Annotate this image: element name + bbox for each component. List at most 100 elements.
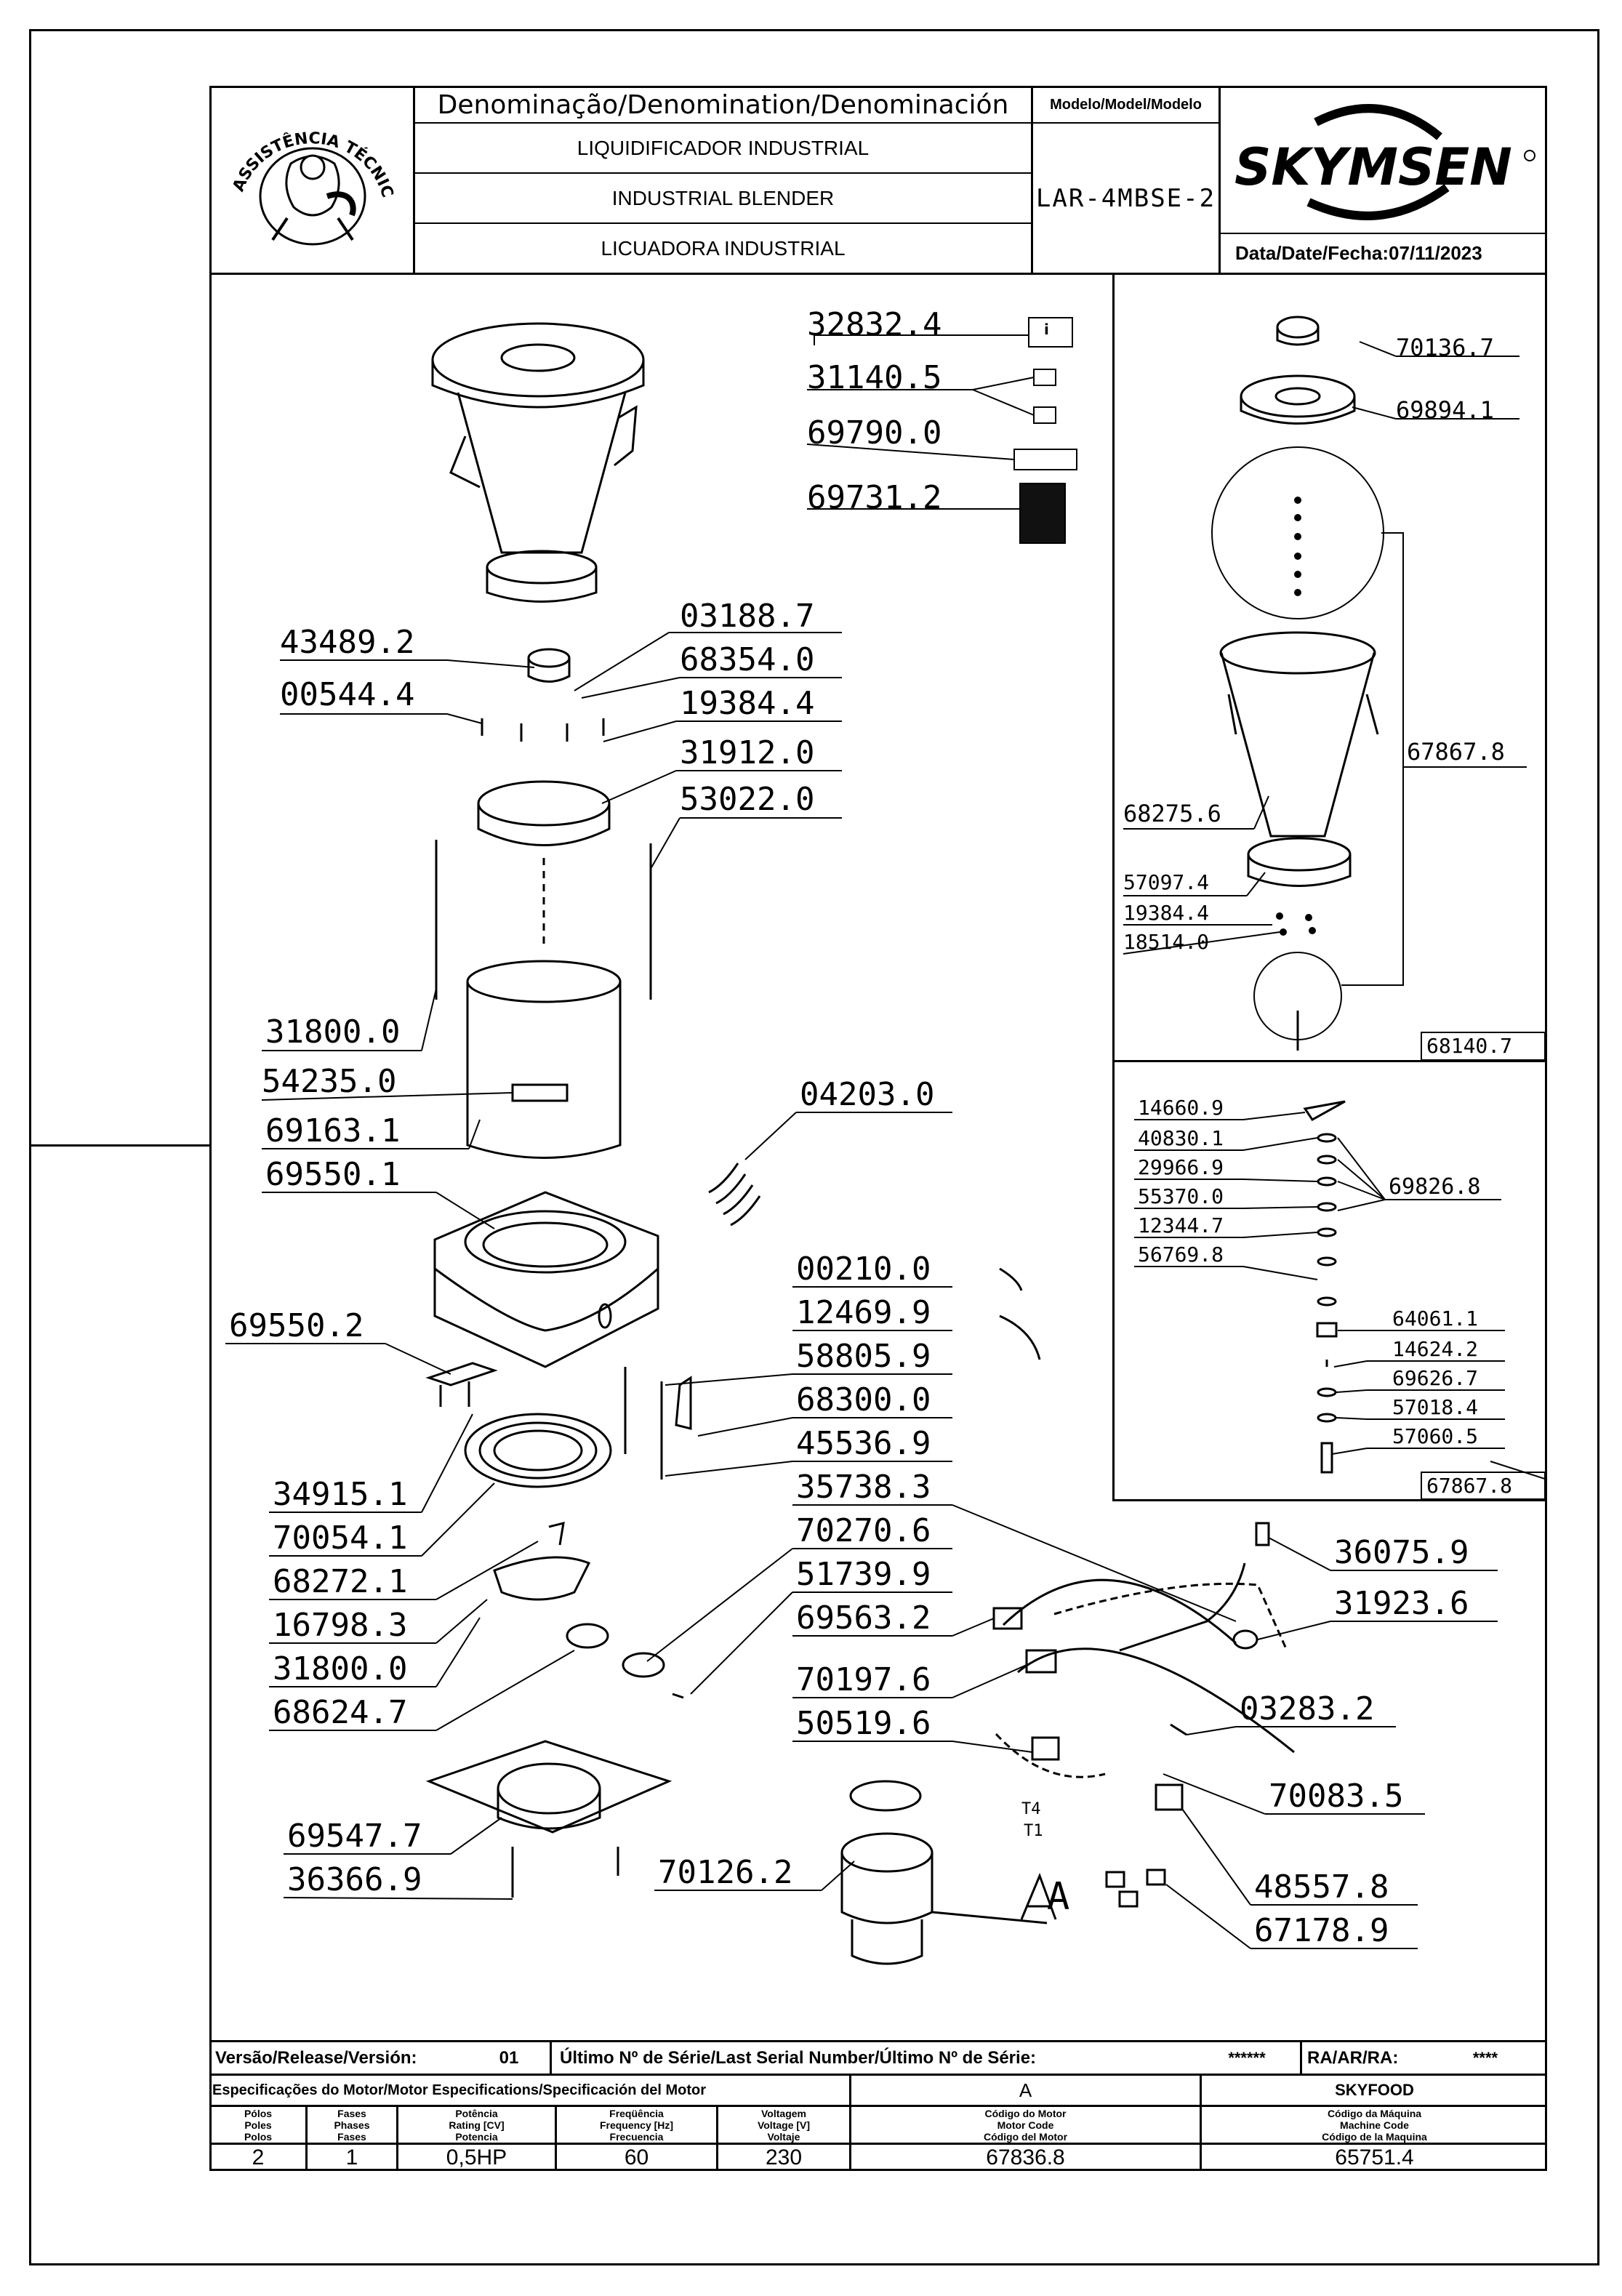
part-number: 19384.4	[1123, 901, 1210, 925]
name-spanish: LICUADORA INDUSTRIAL	[601, 236, 846, 260]
part-number: 68624.7	[273, 1694, 408, 1731]
value-motor-code: 67836.8	[986, 2146, 1065, 2169]
col-phases-header: Fases Phases Fases	[334, 2107, 370, 2143]
release-value: 01	[499, 2047, 519, 2068]
date-value: 07/11/2023	[1389, 242, 1482, 264]
authorized-service-logo: ASSISTÊNCIA TÉCNICA AUTORIZADA	[218, 95, 406, 266]
part-number: 64061.1	[1392, 1306, 1479, 1330]
detail-panel-border	[1112, 273, 1115, 1501]
part-number: 70136.7	[1396, 334, 1494, 361]
part-number: 69894.1	[1396, 396, 1494, 424]
footer-divider	[396, 2105, 398, 2171]
part-number: 31912.0	[680, 734, 815, 771]
part-number: 34915.1	[273, 1476, 408, 1513]
part-number: 43489.2	[280, 624, 415, 661]
part-number: 16798.3	[273, 1607, 408, 1644]
drawing-sheet	[209, 86, 1547, 2171]
part-number: 45536.9	[796, 1425, 931, 1462]
part-number: 51739.9	[796, 1556, 931, 1593]
footer-rule	[209, 2074, 1547, 2076]
motor-spec-title: Especificações do Motor/Motor Especifica…	[212, 2082, 707, 2098]
header-rule	[413, 222, 1032, 224]
drawing-outer-frame	[29, 29, 1599, 2265]
part-number: 03283.2	[1240, 1690, 1375, 1727]
part-number: 00210.0	[796, 1251, 931, 1288]
col-poles-header: Pólos Poles Polos	[244, 2107, 273, 2143]
part-number: 57018.4	[1392, 1395, 1479, 1419]
part-number: 69826.8	[1389, 1174, 1481, 1200]
header-divider	[1218, 86, 1221, 273]
release-label: Versão/Release/Versión:	[215, 2047, 417, 2068]
header-rule	[1218, 233, 1547, 234]
model-value: LAR-4MBSE-2	[1035, 183, 1216, 213]
part-number: 58805.9	[796, 1338, 931, 1375]
motor-letter: A	[1019, 2079, 1032, 2101]
part-number: 68140.7	[1426, 1034, 1513, 1058]
wire-tag: T4	[1021, 1800, 1041, 1818]
model-label: Modelo/Model/Modelo	[1050, 96, 1202, 113]
warning-label-icon	[1019, 483, 1066, 544]
part-number: 29966.9	[1138, 1155, 1224, 1179]
footer-divider	[305, 2105, 308, 2171]
part-number: 32832.4	[807, 306, 942, 343]
name-portuguese: LIQUIDIFICADOR INDUSTRIAL	[577, 136, 870, 159]
wire-tag: T1	[1024, 1822, 1043, 1840]
part-number: 00544.4	[280, 676, 415, 713]
header-bottom-rule	[209, 273, 1547, 275]
part-number: 68300.0	[796, 1381, 931, 1418]
name-english: INDUSTRIAL BLENDER	[611, 186, 835, 209]
value-frequency: 60	[624, 2146, 649, 2169]
brand-text: SKYMSEN	[1234, 137, 1512, 197]
part-number: 19384.4	[680, 685, 815, 722]
ra-label: RA/AR/RA:	[1307, 2047, 1399, 2068]
part-number: 67867.8	[1407, 738, 1505, 766]
part-number: 36075.9	[1334, 1534, 1469, 1571]
footer-rule	[209, 2143, 1547, 2145]
footer-divider	[849, 2074, 851, 2171]
footer-top-rule	[209, 2040, 1547, 2042]
footer-divider	[1200, 2074, 1202, 2171]
part-number: 14660.9	[1138, 1096, 1224, 1120]
part-number: 68275.6	[1123, 800, 1221, 827]
header-rule	[413, 172, 1032, 174]
part-number: 70270.6	[796, 1512, 931, 1549]
footer-divider	[716, 2105, 718, 2171]
value-voltage: 230	[765, 2146, 803, 2169]
detail-panel-divider	[1112, 1060, 1547, 1062]
part-number: 56769.8	[1138, 1243, 1224, 1267]
part-number: 69731.2	[807, 479, 942, 516]
footer-divider	[555, 2105, 557, 2171]
part-number: 70083.5	[1269, 1778, 1404, 1815]
part-number: 67178.9	[1254, 1912, 1389, 1949]
skymsen-logo: SKYMSEN	[1221, 93, 1546, 231]
header-rule	[413, 122, 1032, 124]
part-number: 70197.6	[796, 1661, 931, 1698]
part-number: 35738.3	[796, 1469, 931, 1506]
value-poles: 2	[252, 2146, 265, 2169]
part-number: 50519.6	[796, 1705, 931, 1742]
ra-value: ****	[1472, 2048, 1498, 2067]
value-phases: 1	[345, 2146, 358, 2169]
part-number: 12344.7	[1138, 1213, 1224, 1237]
fold-mark-line	[29, 1144, 211, 1147]
part-number: 31140.5	[807, 359, 942, 396]
serial-value: ******	[1228, 2048, 1266, 2067]
footer-rule	[209, 2105, 1547, 2107]
part-number: 31923.6	[1334, 1585, 1469, 1622]
part-number: 70126.2	[658, 1854, 793, 1891]
col-machine-code-header: Código da Máquina Machine Code Código de…	[1322, 2107, 1427, 2143]
part-number: 53022.0	[680, 781, 815, 818]
svg-text:i: i	[1044, 321, 1049, 338]
detail-panel-border	[1112, 1499, 1547, 1501]
part-number: 55370.0	[1138, 1184, 1224, 1208]
part-number: 48557.8	[1254, 1868, 1389, 1906]
col-voltage-header: Voltagem Voltage [V] Voltaje	[757, 2107, 811, 2143]
part-number: 18514.0	[1123, 930, 1210, 954]
serial-label: Último Nº de Série/Last Serial Number/Úl…	[560, 2047, 1037, 2068]
col-frequency-header: Freqüência Frequency [Hz] Frecuencia	[599, 2107, 674, 2143]
part-number: 69163.1	[265, 1112, 401, 1149]
part-number: 31800.0	[273, 1650, 408, 1687]
col-motor-code-header: Código do Motor Motor Code Código del Mo…	[983, 2107, 1068, 2143]
header-divider	[1031, 86, 1033, 273]
